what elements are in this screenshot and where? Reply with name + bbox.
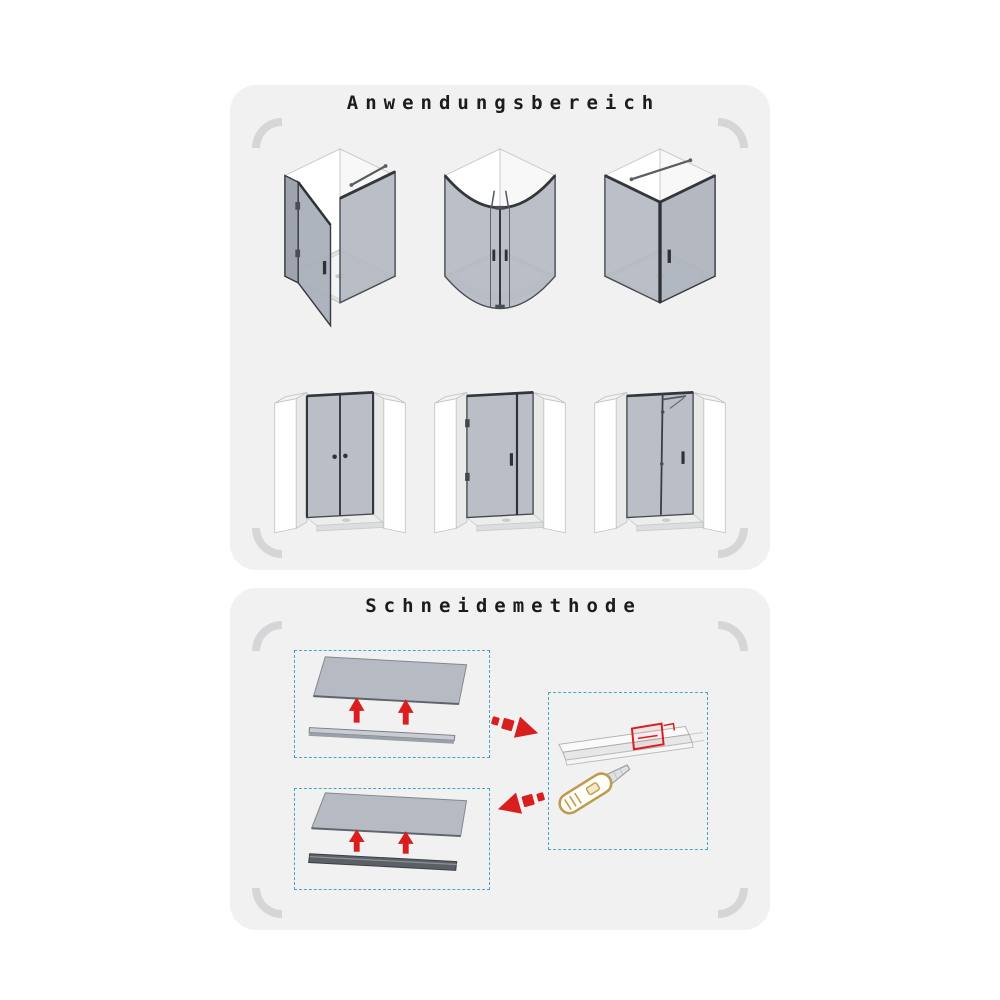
door-handle-icon xyxy=(492,249,496,261)
niche-single-swing-door-illustration xyxy=(434,391,566,534)
corner-decoration xyxy=(252,118,282,148)
right-arrow-icon xyxy=(491,716,539,738)
door-handle-icon xyxy=(667,249,671,263)
door-handle-icon xyxy=(509,453,513,466)
application-section-title: Anwendungsbereich xyxy=(346,92,661,114)
seal-step-1-illustration xyxy=(308,656,468,744)
glass-panel xyxy=(312,656,468,705)
hinge-icon xyxy=(295,249,301,257)
hinge-icon xyxy=(495,205,505,210)
corner-decoration xyxy=(718,888,748,918)
corner-decoration xyxy=(252,888,282,918)
door-knob-icon xyxy=(343,453,348,459)
corner-decoration xyxy=(252,528,282,558)
quadrant-shower-illustration xyxy=(443,147,557,309)
door-knob-icon xyxy=(332,454,337,460)
up-arrow-icon xyxy=(348,697,365,723)
door-handle-icon xyxy=(322,260,327,275)
up-arrow-icon xyxy=(348,829,365,852)
support-bar xyxy=(631,158,691,181)
corner-shower-hinged-door-illustration xyxy=(283,147,397,328)
glass-door xyxy=(466,391,534,519)
cutting-section: Schneidemethode xyxy=(230,588,770,930)
application-section: Anwendungsbereich xyxy=(230,85,770,570)
shower-illustration-grid xyxy=(256,123,744,560)
hinge-icon xyxy=(495,304,505,309)
niche-folding-door-illustration xyxy=(594,391,726,534)
hinge-icon xyxy=(465,419,470,428)
seal-step-1-box xyxy=(294,650,490,758)
niche-double-swing-door-illustration xyxy=(274,391,406,534)
corner-shower-pivot-door-illustration xyxy=(603,147,717,304)
cutting-section-title: Schneidemethode xyxy=(365,595,642,617)
knife-cutting-illustration xyxy=(558,722,705,815)
niche-showers-row xyxy=(256,342,744,561)
corner-decoration xyxy=(252,621,282,651)
up-arrow-icon xyxy=(397,699,414,725)
seal-strip xyxy=(308,853,458,871)
up-arrow-icon xyxy=(397,831,414,854)
hinge-icon xyxy=(295,201,301,210)
support-bar xyxy=(350,164,387,186)
left-down-arrow-icon xyxy=(497,792,545,814)
door-handle-icon xyxy=(504,249,508,261)
door-handle-icon xyxy=(681,451,685,465)
corner-showers-row xyxy=(256,123,744,342)
hinge-icon xyxy=(465,473,470,482)
cutting-detail-box xyxy=(548,692,708,850)
seal-step-2-illustration xyxy=(308,792,468,871)
seal-step-2-box xyxy=(294,788,490,890)
corner-decoration xyxy=(718,621,748,651)
corner-decoration xyxy=(718,118,748,148)
fold-bracket xyxy=(662,395,687,401)
knife-handle xyxy=(558,772,613,815)
utility-knife-icon xyxy=(558,764,631,815)
